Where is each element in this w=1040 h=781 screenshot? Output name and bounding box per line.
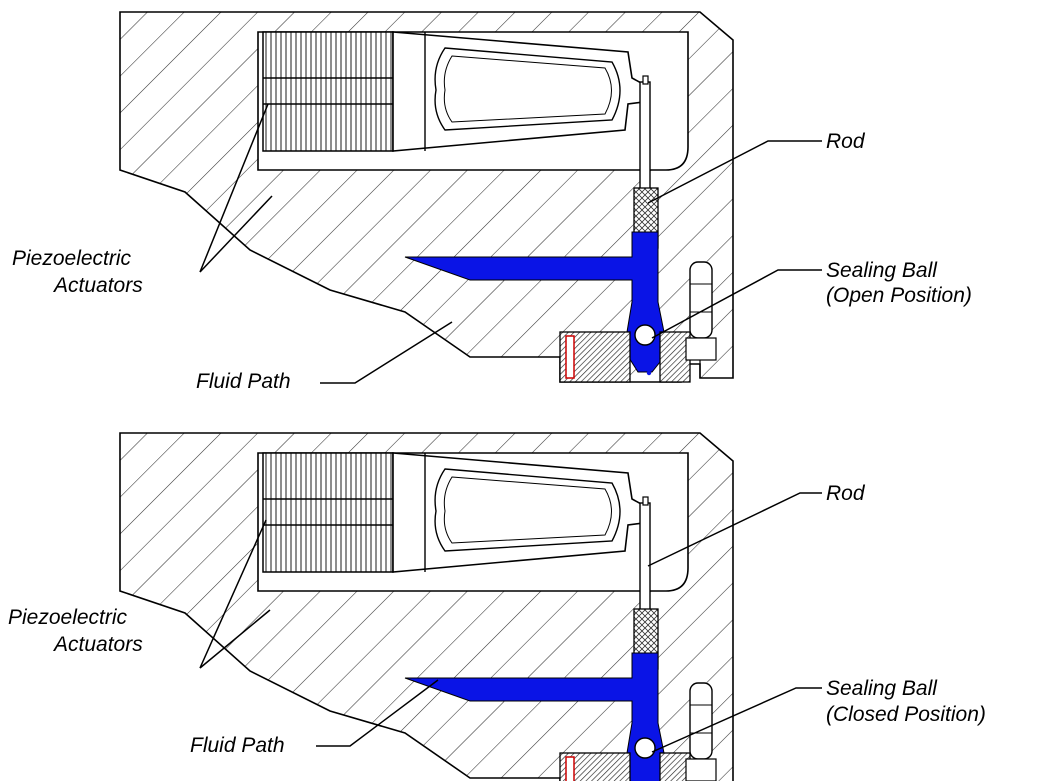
bottom-valve-body <box>119 432 734 781</box>
bottom-panel: Rod Sealing Ball (Closed Position) Piezo… <box>8 432 986 781</box>
top-leader-lines <box>199 103 822 384</box>
bottom-leader-lines <box>199 492 822 753</box>
bottom-label-ball-line2: (Closed Position) <box>826 703 986 726</box>
top-fluid-drip <box>646 370 652 376</box>
top-label-fluid-path: Fluid Path <box>196 370 291 393</box>
top-sealing-ball <box>634 324 656 346</box>
bottom-label-ball-line1: Sealing Ball <box>826 677 938 700</box>
bottom-label-actuators-line2: Actuators <box>52 633 143 656</box>
bottom-sealing-ball <box>634 737 656 759</box>
top-label-actuators-line1: Piezoelectric <box>12 247 132 270</box>
top-panel: Rod Sealing Ball (Open Position) Piezoel… <box>12 11 972 393</box>
top-label-ball-line1: Sealing Ball <box>826 259 938 282</box>
top-label-rod: Rod <box>826 130 866 153</box>
top-label-actuators-line2: Actuators <box>52 274 143 297</box>
bottom-label-actuators-line1: Piezoelectric <box>8 606 128 629</box>
bottom-label-rod: Rod <box>826 482 866 505</box>
top-label-ball-line2: (Open Position) <box>826 284 972 307</box>
bottom-label-fluid-path: Fluid Path <box>190 734 285 757</box>
